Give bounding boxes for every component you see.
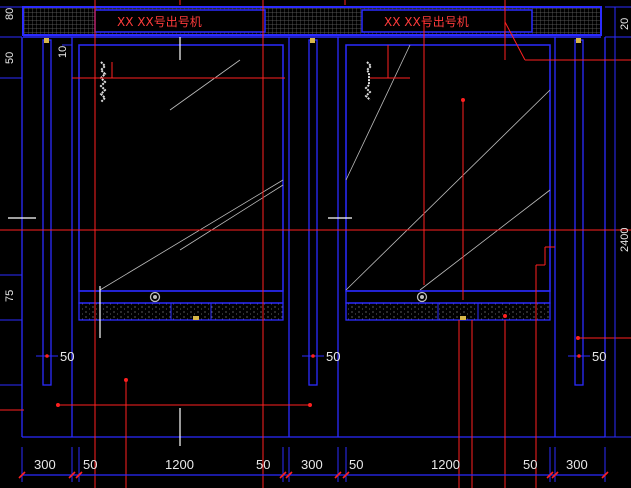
left-counter-base bbox=[78, 302, 284, 321]
bottom-dimension-chain: 300 50 1200 50 300 50 1200 50 300 bbox=[18, 447, 609, 482]
callout-left-column: 50 bbox=[60, 349, 74, 364]
frame-lines bbox=[21, 37, 606, 438]
left-sign-text: XX XX号出号机 bbox=[117, 15, 202, 29]
callout-right-column: 50 bbox=[592, 349, 606, 364]
left-counter-top bbox=[78, 290, 284, 304]
right-column-pipe bbox=[574, 39, 584, 386]
dim-bottom-6: 1200 bbox=[431, 457, 460, 472]
dim-right-height: 2400 bbox=[619, 228, 631, 252]
dim-left-0: 80 bbox=[4, 8, 16, 20]
dim-left-3: 75 bbox=[4, 290, 16, 302]
callout-middle-column: 50 bbox=[326, 349, 340, 364]
dim-bottom-1: 50 bbox=[83, 457, 97, 472]
dim-bottom-2: 1200 bbox=[165, 457, 194, 472]
dim-bottom-5: 50 bbox=[349, 457, 363, 472]
right-bay bbox=[345, 44, 551, 321]
header-sign-band: XX XX号出号机 XX XX号出号机 bbox=[22, 6, 602, 38]
left-glass-panel bbox=[78, 44, 284, 292]
right-speaker-icon bbox=[416, 291, 428, 303]
right-counter-base bbox=[345, 302, 551, 321]
dim-left-2: 10 bbox=[57, 46, 69, 58]
column-callouts: 50 50 50 bbox=[36, 349, 606, 364]
left-hanging-chain bbox=[99, 61, 107, 103]
left-speaker-icon bbox=[149, 291, 161, 303]
dim-bottom-0: 300 bbox=[34, 457, 56, 472]
column-pipes bbox=[42, 38, 584, 386]
left-column-pipe bbox=[42, 39, 52, 386]
dim-bottom-8: 300 bbox=[566, 457, 588, 472]
right-hanging-chain bbox=[364, 61, 373, 101]
right-dimension-chain: 2400 20 bbox=[605, 6, 631, 438]
centre-marks bbox=[8, 37, 352, 446]
dim-bottom-4: 300 bbox=[301, 457, 323, 472]
right-sign-text: XX XX号出号机 bbox=[384, 15, 469, 29]
left-bay bbox=[78, 44, 284, 321]
dim-left-1: 50 bbox=[4, 52, 16, 64]
right-sign-panel bbox=[361, 9, 533, 33]
right-counter-top bbox=[345, 290, 551, 304]
middle-column-pipe bbox=[308, 39, 318, 386]
dim-bottom-7: 50 bbox=[523, 457, 537, 472]
dim-right-top: 20 bbox=[619, 18, 631, 30]
left-dimension-chain: 80 50 10 75 bbox=[0, 6, 72, 386]
dim-bottom-3: 50 bbox=[256, 457, 270, 472]
right-glass-panel bbox=[345, 44, 551, 292]
